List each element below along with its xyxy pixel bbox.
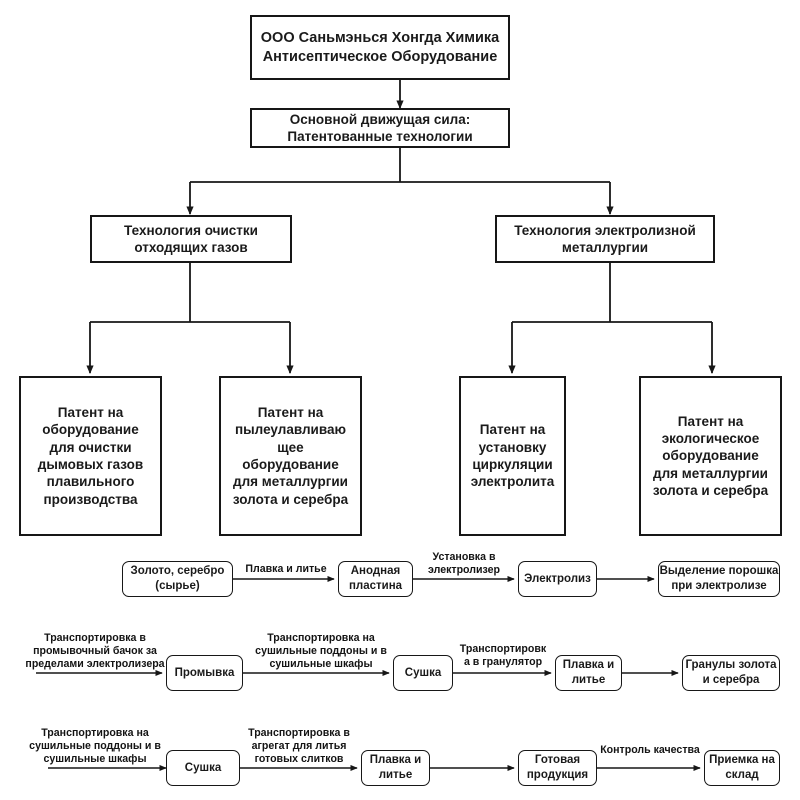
process-node-melting-casting-row2: Плавка и литье [555,655,622,691]
edge-label-install-electrolyzer: Установка в электролизер [428,551,500,577]
process-node-gold-silver-granules: Гранулы золота и серебра [682,655,780,691]
process-node-anode-plate: Анодная пластина [338,561,413,597]
node-patent-flue-gas-cleaning: Патент на оборудование для очистки дымов… [19,376,162,536]
edge-label-melting-casting: Плавка и литье [245,563,327,575]
process-node-electrolysis: Электролиз [518,561,597,597]
process-node-finished-product: Готовая продукция [518,750,597,786]
edge-label-quality-control: Контроль качества [600,744,700,756]
node-patent-dust-collection: Патент на пылеулавливаю щее оборудование… [219,376,362,536]
node-core-driver: Основной движущая сила: Патентованные те… [250,108,510,148]
edge-label-transport-drying-trays-2: Транспортировка на сушильные поддоны и в… [29,727,161,766]
node-branch-gas-cleaning: Технология очистки отходящих газов [90,215,292,263]
process-node-drying-row3: Сушка [166,750,240,786]
process-node-melting-casting-row3: Плавка и литье [361,750,430,786]
process-node-washing: Промывка [166,655,243,691]
process-node-raw-gold-silver: Золото, серебро (сырье) [122,561,233,597]
node-company-title: ООО Саньмэнься Хонгда Химика Антисептиче… [250,15,510,80]
process-node-powder-extraction: Выделение порошка при электролизе [658,561,780,597]
edge-label-transport-granulator: Транспортировк а в гранулятор [459,643,547,669]
edge-label-transport-drying-trays-1: Транспортировка на сушильные поддоны и в… [255,632,387,671]
process-node-warehouse-acceptance: Приемка на склад [704,750,780,786]
node-branch-electrolytic-metallurgy: Технология электролизной металлургии [495,215,715,263]
node-patent-electrolyte-circulation: Патент на установку циркуляции электроли… [459,376,566,536]
edge-label-transport-ingot-casting: Транспортировка в агрегат для литья гото… [248,727,350,766]
node-patent-eco-metallurgy: Патент на экологическое оборудование для… [639,376,782,536]
process-node-drying-row2: Сушка [393,655,453,691]
edge-label-transport-wash-tank: Транспортировка в промывочный бачок за п… [25,632,165,671]
